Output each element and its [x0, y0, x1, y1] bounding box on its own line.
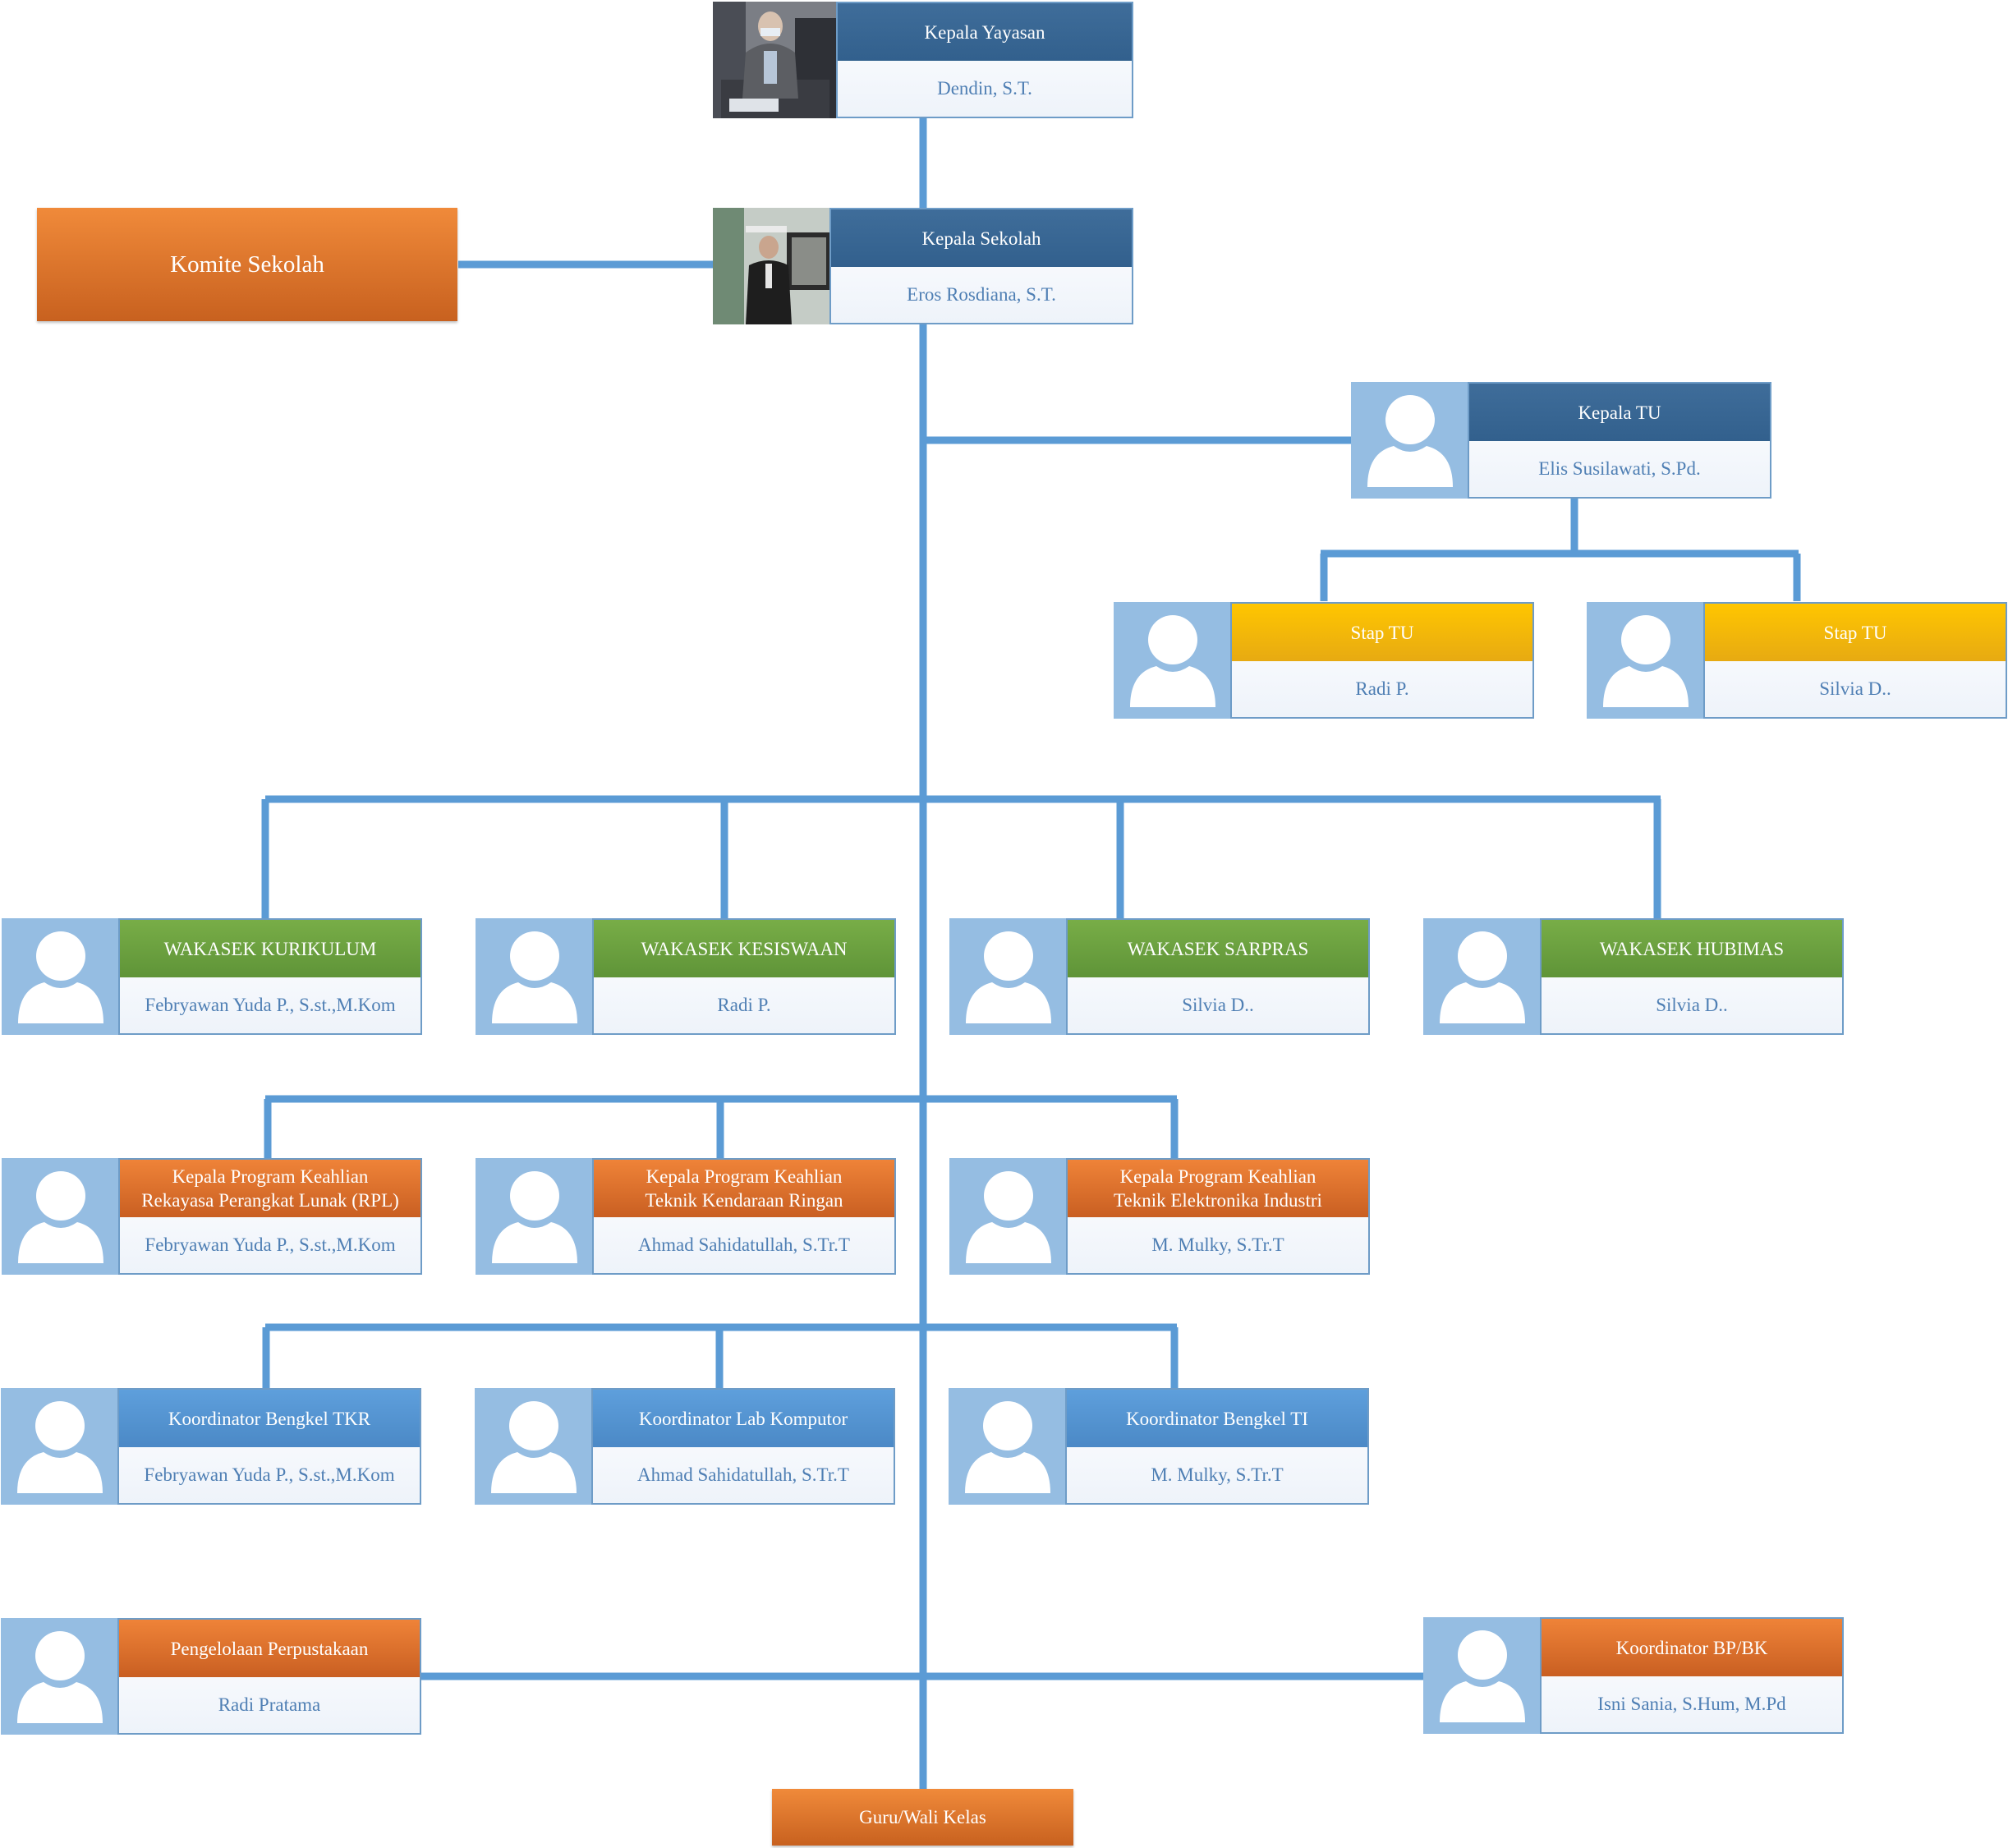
- stap-tu-1-title: Stap TU: [1350, 622, 1414, 643]
- perpustakaan-name: Radi Pratama: [218, 1694, 321, 1715]
- kaprog-tkr-name: Ahmad Sahidatullah, S.Tr.T: [638, 1234, 850, 1255]
- portrait-photo-icon: [713, 2, 838, 118]
- guru-wali-kelas-box: Guru/Wali Kelas: [772, 1789, 1073, 1846]
- kaprog-rpl-name: Febryawan Yuda P., S.st.,M.Kom: [145, 1234, 396, 1255]
- kaprog-tkr-subtitle: Teknik Kendaraan Ringan: [645, 1190, 843, 1211]
- kaprog-tei-name: M. Mulky, S.Tr.T: [1151, 1234, 1284, 1255]
- koord-bengkel-tkr-name: Febryawan Yuda P., S.st.,M.Kom: [144, 1464, 395, 1485]
- koord-bengkel-ti-name: M. Mulky, S.Tr.T: [1151, 1464, 1284, 1485]
- kepala-tu-name: Elis Susilawati, S.Pd.: [1538, 458, 1701, 479]
- person-silhouette-icon: [476, 918, 594, 1035]
- komite-sekolah-box: Komite Sekolah: [37, 208, 457, 321]
- perpustakaan-title: Pengelolaan Perpustakaan: [170, 1638, 369, 1659]
- person-silhouette-icon: [2, 918, 120, 1035]
- wakasek-sarpras-title: WAKASEK SARPRAS: [1127, 938, 1309, 959]
- person-silhouette-icon: [949, 918, 1068, 1035]
- wakasek-kurikulum-name: Febryawan Yuda P., S.st.,M.Kom: [145, 995, 396, 1015]
- koord-lab-komputer-title: Koordinator Lab Komputor: [638, 1408, 848, 1429]
- koord-bengkel-tkr-title: Koordinator Bengkel TKR: [168, 1408, 371, 1429]
- kepala-yayasan-name: Dendin, S.T.: [937, 78, 1032, 99]
- wakasek-kesiswaan-title: WAKASEK KESISWAAN: [641, 938, 848, 959]
- person-silhouette-icon: [1423, 918, 1542, 1035]
- koord-lab-komputer-name: Ahmad Sahidatullah, S.Tr.T: [637, 1464, 849, 1485]
- portrait-photo-icon: [713, 208, 831, 324]
- kaprog-tkr-title: Kepala Program Keahlian: [646, 1166, 843, 1187]
- kaprog-tei-subtitle: Teknik Elektronika Industri: [1114, 1190, 1322, 1211]
- wakasek-sarpras-name: Silvia D..: [1182, 995, 1254, 1015]
- kaprog-rpl-title: Kepala Program Keahlian: [172, 1166, 369, 1187]
- guru-wali-kelas-label: Guru/Wali Kelas: [859, 1806, 986, 1827]
- stap-tu-1-name: Radi P.: [1355, 678, 1409, 699]
- person-silhouette-icon: [1423, 1617, 1542, 1734]
- koord-bpbk-title: Koordinator BP/BK: [1615, 1637, 1768, 1658]
- person-silhouette-icon: [2, 1158, 120, 1275]
- person-silhouette-icon: [1, 1388, 119, 1505]
- kepala-tu-title: Kepala TU: [1578, 402, 1661, 423]
- kepala-sekolah-name: Eros Rosdiana, S.T.: [907, 284, 1056, 305]
- person-silhouette-icon: [475, 1388, 593, 1505]
- stap-tu-2-title: Stap TU: [1823, 622, 1887, 643]
- kepala-sekolah-title: Kepala Sekolah: [921, 228, 1041, 249]
- person-silhouette-icon: [1587, 602, 1705, 719]
- koord-bpbk-name: Isni Sania, S.Hum, M.Pd: [1597, 1694, 1786, 1714]
- komite-sekolah-label: Komite Sekolah: [170, 251, 324, 278]
- person-silhouette-icon: [1351, 382, 1469, 499]
- kaprog-tei-title: Kepala Program Keahlian: [1119, 1166, 1316, 1187]
- person-silhouette-icon: [949, 1388, 1067, 1505]
- person-silhouette-icon: [1114, 602, 1232, 719]
- person-silhouette-icon: [949, 1158, 1068, 1275]
- person-silhouette-icon: [476, 1158, 594, 1275]
- kepala-yayasan-title: Kepala Yayasan: [924, 21, 1045, 43]
- person-silhouette-icon: [1, 1618, 119, 1735]
- kepala-yayasan-photo: [713, 2, 838, 118]
- kaprog-rpl-subtitle: Rekayasa Perangkat Lunak (RPL): [141, 1190, 399, 1211]
- stap-tu-2-name: Silvia D..: [1819, 678, 1891, 699]
- wakasek-kurikulum-title: WAKASEK KURIKULUM: [163, 938, 377, 959]
- wakasek-hubimas-title: WAKASEK HUBIMAS: [1599, 938, 1785, 959]
- wakasek-kesiswaan-name: Radi P.: [717, 995, 771, 1015]
- koord-bengkel-ti-title: Koordinator Bengkel TI: [1126, 1408, 1308, 1429]
- wakasek-hubimas-name: Silvia D..: [1656, 995, 1728, 1015]
- kepala-sekolah-photo: [713, 208, 831, 324]
